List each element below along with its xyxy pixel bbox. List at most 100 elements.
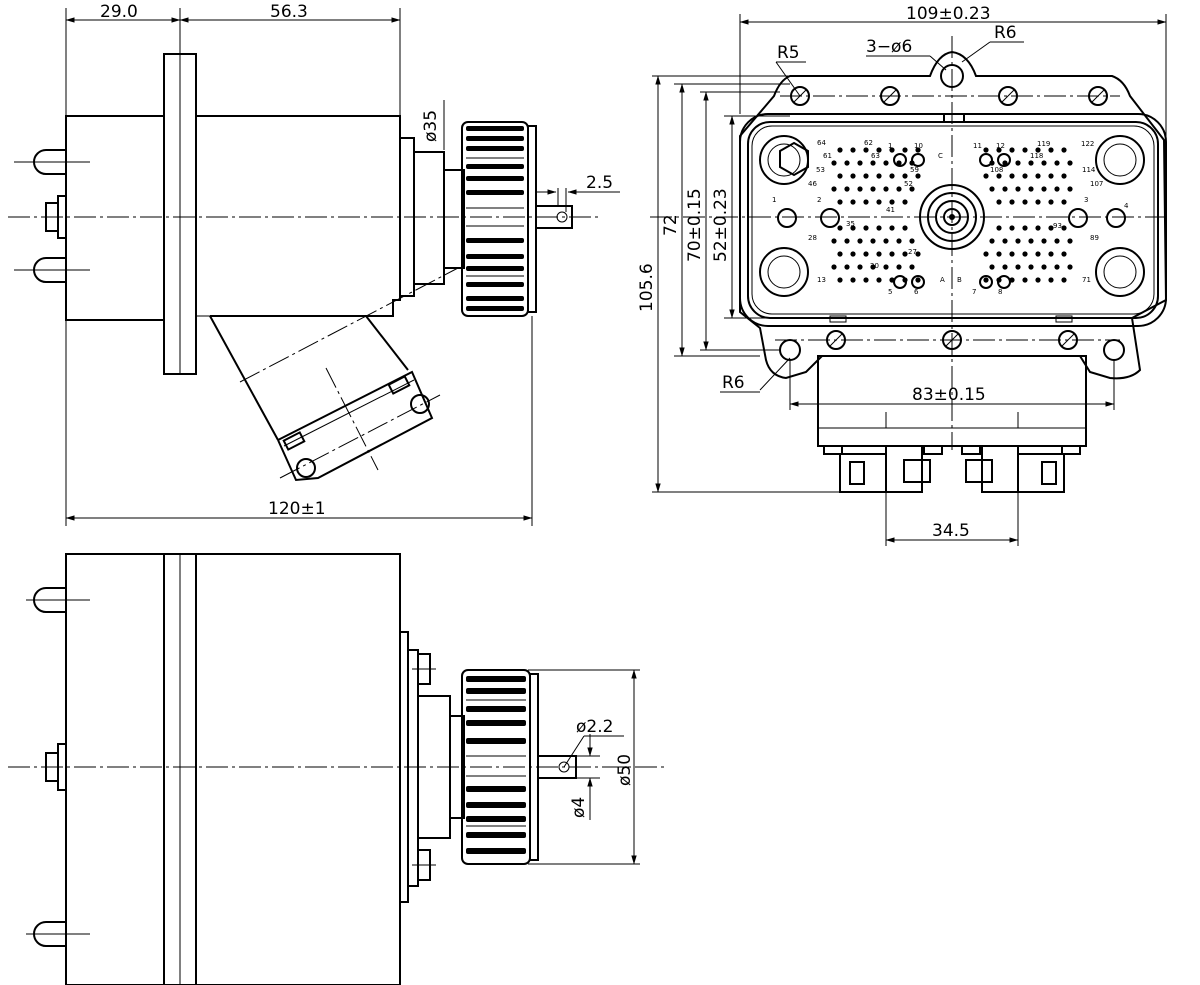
signal-pin — [883, 238, 889, 244]
signal-pin — [1061, 173, 1067, 179]
signal-pin — [889, 173, 895, 179]
svg-text:3: 3 — [1084, 196, 1088, 204]
signal-pin — [1061, 147, 1067, 153]
svg-text:C: C — [938, 152, 943, 160]
signal-pin — [837, 277, 843, 283]
signal-pin — [1015, 186, 1021, 192]
signal-pin — [1041, 160, 1047, 166]
front-center-coax — [919, 184, 985, 250]
signal-pin — [896, 160, 902, 166]
signal-pin — [837, 199, 843, 205]
signal-pin — [850, 225, 856, 231]
signal-pin — [876, 277, 882, 283]
svg-text:8: 8 — [998, 288, 1002, 296]
svg-text:10: 10 — [914, 142, 923, 150]
svg-text:89: 89 — [1090, 234, 1099, 242]
dim-29: 29.0 — [100, 2, 138, 22]
side-pegs — [14, 149, 90, 283]
side-view: 29.0 56.3 ø35 2.5 120±1 — [8, 2, 620, 526]
signal-pin — [837, 173, 843, 179]
signal-pin — [1067, 238, 1073, 244]
svg-text:59: 59 — [910, 166, 919, 174]
svg-text:62: 62 — [864, 139, 873, 147]
signal-pin — [889, 277, 895, 283]
svg-text:119: 119 — [1037, 140, 1050, 148]
signal-pin — [1054, 238, 1060, 244]
signal-pin — [850, 277, 856, 283]
signal-pin — [1048, 147, 1054, 153]
svg-text:6: 6 — [914, 288, 919, 296]
signal-pin — [1035, 225, 1041, 231]
signal-pin — [1015, 160, 1021, 166]
signal-pin — [857, 264, 863, 270]
svg-text:7: 7 — [972, 288, 976, 296]
signal-pin — [831, 264, 837, 270]
signal-pin — [983, 251, 989, 257]
front-pin-labels: 64 62 1 10 C 11 12 119 122 61 63 53 59 1… — [772, 139, 1129, 296]
dim-2-5: 2.5 — [586, 173, 613, 193]
signal-pin — [1061, 277, 1067, 283]
signal-pin — [983, 277, 989, 283]
front-top-holes — [790, 64, 1108, 106]
svg-text:122: 122 — [1081, 140, 1094, 148]
signal-pin — [889, 199, 895, 205]
side-rear-body — [65, 115, 165, 321]
signal-pin — [996, 277, 1002, 283]
signal-pin — [850, 251, 856, 257]
signal-pin — [996, 251, 1002, 257]
signal-pin — [850, 147, 856, 153]
signal-pin — [850, 173, 856, 179]
signal-pin — [1035, 147, 1041, 153]
signal-pin — [989, 264, 995, 270]
signal-pin — [1035, 277, 1041, 283]
signal-pin — [850, 199, 856, 205]
signal-pin — [870, 264, 876, 270]
signal-pin — [1009, 173, 1015, 179]
signal-pin — [1028, 186, 1034, 192]
signal-pin — [902, 225, 908, 231]
svg-text:1: 1 — [888, 142, 892, 150]
signal-pin — [896, 238, 902, 244]
dim-d2-2: ø2.2 — [576, 717, 613, 737]
signal-pin — [876, 225, 882, 231]
signal-pin — [883, 264, 889, 270]
signal-pin — [1035, 199, 1041, 205]
signal-pin — [1035, 173, 1041, 179]
signal-pin — [844, 186, 850, 192]
signal-pin — [1022, 147, 1028, 153]
dim-r6-bottom: R6 — [722, 373, 745, 393]
signal-pin — [1048, 251, 1054, 257]
svg-text:A: A — [940, 276, 945, 284]
dim-83: 83±0.15 — [912, 385, 986, 405]
dim-56-3: 56.3 — [270, 2, 308, 22]
dim-52: 52±0.23 — [711, 188, 731, 262]
signal-pin — [1009, 199, 1015, 205]
signal-pin — [863, 147, 869, 153]
signal-pin — [863, 199, 869, 205]
signal-pin — [1002, 238, 1008, 244]
signal-pin — [837, 225, 843, 231]
signal-pin — [902, 173, 908, 179]
signal-pin — [989, 160, 995, 166]
svg-text:108: 108 — [990, 166, 1003, 174]
signal-pin — [863, 251, 869, 257]
bottom-knurled-nut — [461, 669, 539, 865]
signal-pin — [831, 186, 837, 192]
signal-pin — [870, 160, 876, 166]
signal-pin — [1022, 251, 1028, 257]
front-power-terminals — [759, 135, 1145, 297]
dim-70: 70±0.15 — [685, 188, 705, 262]
signal-pin — [996, 173, 1002, 179]
svg-text:28: 28 — [808, 234, 817, 242]
svg-text:B: B — [957, 276, 962, 284]
bottom-body — [65, 553, 401, 985]
signal-pin — [909, 264, 915, 270]
signal-pin — [915, 147, 921, 153]
svg-text:71: 71 — [1082, 276, 1091, 284]
signal-pin — [883, 160, 889, 166]
signal-pin — [870, 238, 876, 244]
signal-pin — [896, 186, 902, 192]
signal-pin — [1022, 225, 1028, 231]
signal-pin — [889, 251, 895, 257]
signal-pin — [1002, 186, 1008, 192]
